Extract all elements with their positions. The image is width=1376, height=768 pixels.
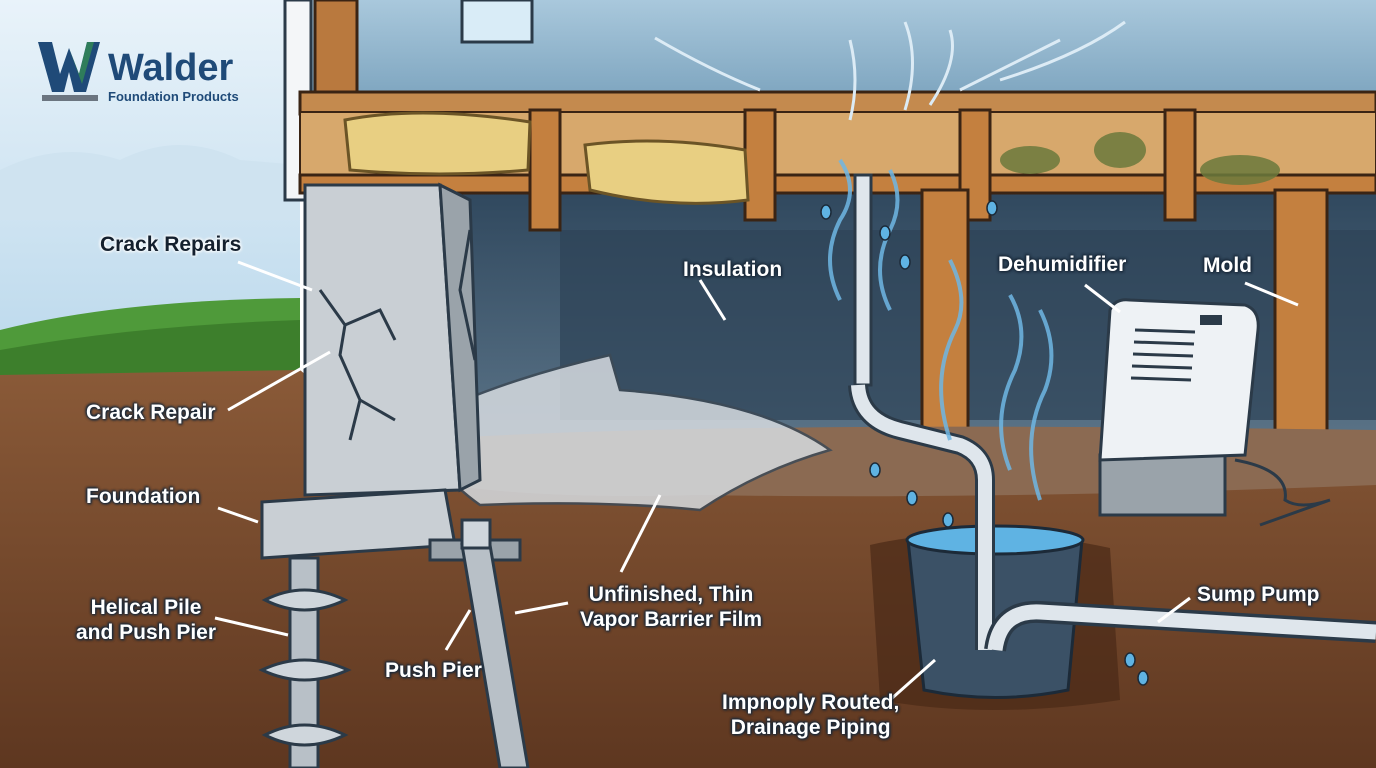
company-logo: Walder Foundation Products xyxy=(36,40,266,110)
label-vapor-barrier-line-1: Unfinished, Thin xyxy=(588,583,754,606)
brand-name: Walder xyxy=(108,47,234,89)
label-helical-pile: Helical Pile and Push Pier xyxy=(76,595,216,645)
cracks xyxy=(318,229,477,441)
label-push-pier: Push Pier xyxy=(385,659,482,682)
label-sump-pump: Sump Pump xyxy=(1197,583,1320,606)
leader-lines xyxy=(214,260,1299,702)
water-drops xyxy=(820,200,1149,686)
label-vapor-barrier: Unfinished, Thin Vapor Barrier Film xyxy=(580,582,762,632)
floor-joists xyxy=(298,108,1376,232)
label-crack-repairs: Crack Repairs xyxy=(100,233,242,256)
floor-beam xyxy=(298,90,1376,116)
brand-tagline: Foundation Products xyxy=(108,89,239,104)
power-cord xyxy=(1234,458,1331,527)
label-helical-pile-line-2: and Push Pier xyxy=(76,621,217,644)
moisture-vapor xyxy=(828,158,1054,501)
dehumidifier-stand xyxy=(1098,453,1227,517)
vapor-barrier xyxy=(418,353,833,512)
window xyxy=(460,0,534,44)
insulation-batt xyxy=(343,111,532,176)
label-mold: Mold xyxy=(1203,254,1252,277)
label-drainage-line-2: Drainage Piping xyxy=(730,716,891,739)
footing xyxy=(260,488,457,560)
airflow-arrows xyxy=(654,20,1126,121)
drain-pipe xyxy=(853,173,873,387)
insulation-batt xyxy=(583,139,750,205)
walder-w-icon xyxy=(38,42,100,101)
label-foundation: Foundation xyxy=(86,485,201,508)
label-drainage-piping: Impnoply Routed, Drainage Piping xyxy=(722,690,899,740)
label-crack-repair: Crack Repair xyxy=(86,401,216,424)
label-drainage-line-1: Impnoply Routed, xyxy=(722,691,900,714)
label-dehumidifier: Dehumidifier xyxy=(998,253,1127,276)
helix xyxy=(258,588,352,747)
label-insulation: Insulation xyxy=(683,258,783,281)
foundation-wall xyxy=(303,183,462,497)
cloud xyxy=(0,145,300,220)
label-vapor-barrier-line-2: Vapor Barrier Film xyxy=(580,608,763,631)
label-helical-pile-line-1: Helical Pile xyxy=(90,596,202,619)
